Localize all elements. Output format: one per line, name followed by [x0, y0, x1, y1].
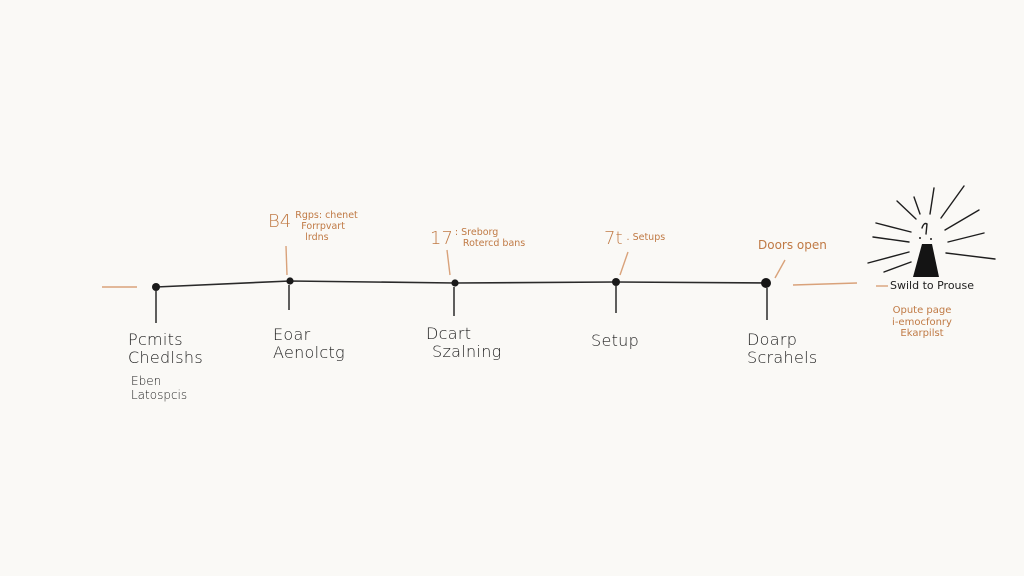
finale-sublabel: Opute page i-emocfonry Ekarpilst [882, 305, 962, 340]
annotation-number-3: 17 [430, 228, 453, 249]
finale-label: Swild to Prouse [890, 279, 975, 292]
annotation-pointer-4 [619, 251, 629, 276]
milestone-5-line-1: Doarp [747, 330, 798, 349]
annotation-4-line-1: Setups [632, 232, 666, 243]
milestone-3-line-1: Dcart [426, 324, 472, 343]
milestone-dot-4 [612, 278, 620, 286]
annotation-3-separator: : [454, 227, 459, 238]
annotation-number-2: B4 [268, 211, 292, 232]
timeline-axis [155, 280, 767, 288]
annotation-pointer-5 [774, 259, 786, 279]
milestone-4-line-1: Setup [591, 331, 640, 350]
milestone-label-5: Doarp Scrahels [747, 330, 818, 368]
milestone-annotation-3: 17 : Sreborg Rotercd bans [430, 227, 526, 250]
milestone-2-line-1: Eoar [273, 325, 311, 344]
trailing-dash [792, 282, 858, 286]
annotation-2-line-3: lrdns [305, 231, 329, 243]
annotation-2-line-2: Forrpvart [301, 220, 345, 232]
annotation-2-line-1: Rgps: chenet [295, 210, 358, 221]
milestone-1-sub-2: Latospcis [131, 388, 188, 403]
finale-sub-1: Opute page [892, 305, 952, 316]
milestone-label-1: Pcmits Chedlshs [128, 330, 203, 368]
finale-sub-3: Ekarpilst [900, 328, 944, 339]
annotation-pointer-3 [446, 249, 451, 276]
milestone-label-2: Eoar Aenolctg [273, 325, 345, 363]
spotlight-burst-icon [867, 185, 996, 277]
milestone-annotation-4: 7t . Setups [604, 228, 665, 249]
milestone-sublabel-1: Eben Latospcis [131, 374, 187, 403]
milestone-label-4: Setup [591, 331, 640, 350]
annotation-pointer-2 [285, 245, 288, 276]
milestone-dot-2 [286, 277, 294, 285]
milestone-dot-5 [761, 278, 771, 288]
milestone-2-line-2: Aenolctg [273, 343, 345, 363]
milestone-annotation-2: B4 Rgps: chenet Forrpvart lrdns [268, 210, 358, 244]
finale-sub-2: i-emocfonry [892, 316, 952, 328]
milestone-1-line-2: Chedlshs [128, 348, 203, 368]
annotation-4-separator: . [626, 232, 630, 243]
milestone-dot-1 [152, 283, 160, 291]
annotation-number-4: 7t [604, 228, 623, 249]
milestone-1-sub-1: Eben [131, 374, 162, 388]
milestone-5-line-2: Scrahels [747, 348, 818, 368]
annotation-3-line-1: Sreborg [461, 227, 499, 238]
milestone-1-line-1: Pcmits [128, 330, 183, 349]
milestone-dot-3 [451, 279, 459, 287]
milestone-annotation-5: Doors open [758, 238, 827, 252]
milestone-label-3: Dcart Szalning [426, 324, 502, 362]
milestone-3-line-2: Szalning [432, 342, 502, 362]
annotation-3-line-2: Rotercd bans [462, 237, 526, 249]
